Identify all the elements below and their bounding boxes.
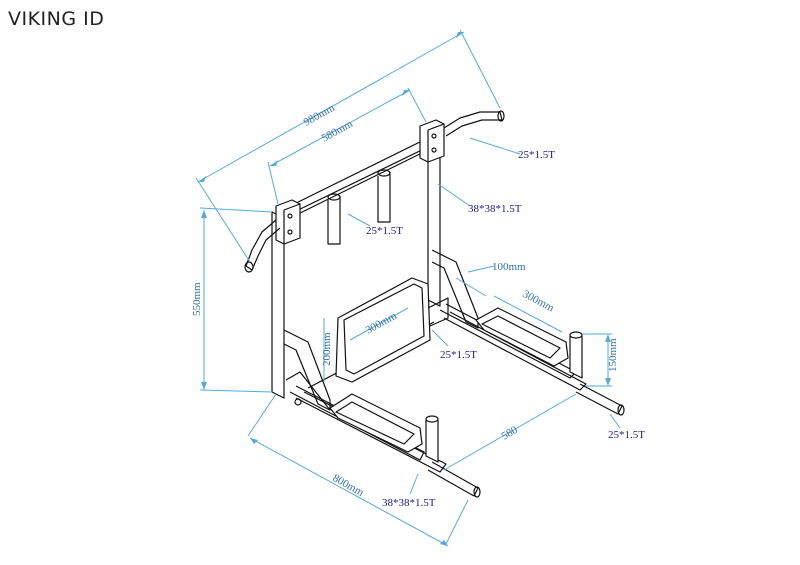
spec-upright-tube: 38*38*1.5T (468, 203, 522, 215)
dimension-lines (195, 29, 621, 547)
dim-pad-length: 300mm (521, 288, 557, 315)
dim-base-width: 580 (500, 424, 521, 443)
dim-back-pad-height: 200mm (321, 332, 333, 366)
spec-labels: 25*1.5T 38*38*1.5T 25*1.5T 25*1.5T 25*1.… (366, 149, 645, 509)
spec-base-tube: 38*38*1.5T (382, 497, 436, 509)
dim-inner-width: 580mm (320, 118, 356, 145)
spec-pegs-tube: 25*1.5T (366, 225, 403, 237)
spec-foot-tube: 25*1.5T (608, 429, 645, 441)
dim-height: 550mm (191, 282, 203, 316)
dim-post-height: 150mm (607, 338, 619, 372)
dim-pad-offset: 100mm (492, 261, 526, 273)
page-title: VIKING ID (8, 8, 105, 30)
spec-handle-tube: 25*1.5T (518, 149, 555, 161)
dim-base-length: 800mm (331, 472, 367, 499)
frame-drawing (244, 110, 625, 498)
dim-total-width: 980mm (302, 102, 338, 129)
spec-back-mount-tube: 25*1.5T (440, 349, 477, 361)
dimension-arrows (198, 32, 611, 546)
